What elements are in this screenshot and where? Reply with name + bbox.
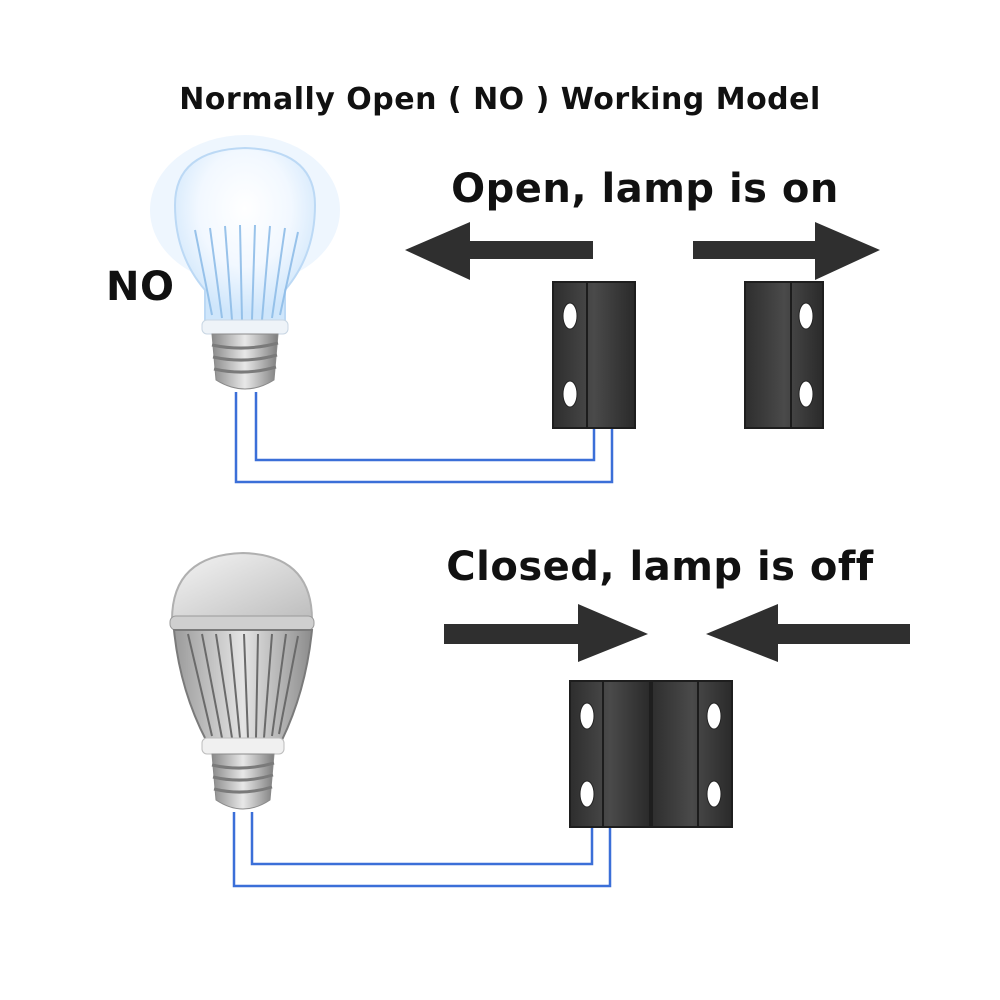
magnetic-reed-switch-icon-left (552, 281, 636, 429)
arrow-left-icon (405, 222, 593, 280)
arrow-right-icon (693, 222, 880, 280)
closed-state-caption: Closed, lamp is off (446, 544, 874, 590)
diagram-title: Normally Open ( NO ) Working Model (179, 82, 821, 117)
open-state-caption: Open, lamp is on (451, 166, 839, 212)
magnetic-reed-switch-icon-joined-left (569, 680, 651, 828)
magnetic-reed-switch-icon-joined-right (651, 680, 733, 828)
wire-top (234, 392, 614, 484)
wire-bottom (232, 812, 612, 888)
magnetic-reed-switch-icon-right (744, 281, 824, 429)
light-bulb-icon-unlit (169, 551, 315, 810)
arrow-right-icon-bottom (444, 604, 648, 662)
light-bulb-icon-lit (150, 135, 340, 390)
no-label: NO (106, 264, 175, 310)
arrow-left-icon-bottom (706, 604, 910, 662)
